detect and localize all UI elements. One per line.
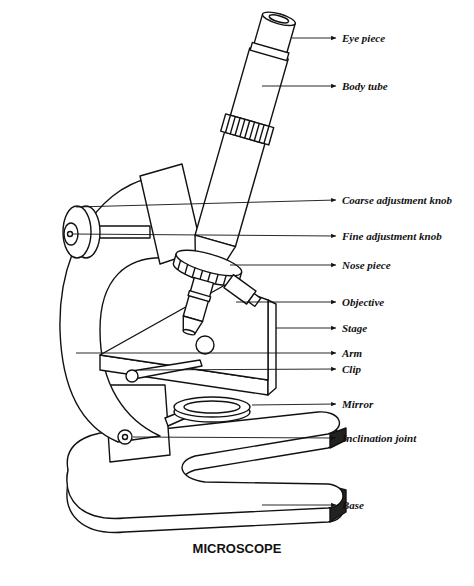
- leader-line: [230, 265, 336, 266]
- part-label: Coarse adjustment knob: [342, 194, 452, 207]
- side-objective-tip: [248, 294, 260, 307]
- objective: [183, 278, 213, 322]
- part-label: Clip: [342, 363, 361, 376]
- eyepiece-top: [261, 9, 296, 28]
- part-label: Body tube: [342, 80, 388, 93]
- leader-line: [76, 353, 336, 354]
- mirror-glass: [174, 397, 250, 417]
- part-label: Objective: [342, 296, 384, 309]
- fine-knob-center: [68, 232, 73, 237]
- tube-holder: [140, 164, 202, 264]
- part-label: Nose piece: [342, 259, 391, 272]
- tube-ring: [221, 114, 274, 145]
- leader-line: [133, 437, 336, 438]
- body-tube: [230, 48, 288, 126]
- part-label: Base: [342, 499, 364, 512]
- part-label: Eye piece: [342, 32, 385, 45]
- part-label: Fine adjustment knob: [342, 230, 442, 243]
- objective-lens: [183, 329, 196, 336]
- eyepiece-lens: [268, 13, 289, 24]
- part-label: Stage: [342, 322, 367, 335]
- leader-line: [262, 505, 336, 506]
- leader-line: [76, 200, 336, 207]
- mirror-glass-inner: [184, 401, 240, 413]
- inclination-joint-pin: [123, 435, 128, 440]
- leader-line: [236, 302, 336, 303]
- leader-line: [262, 86, 336, 87]
- eyepiece-collar: [250, 42, 289, 60]
- stage-hole: [196, 336, 214, 354]
- clip-screw: [126, 370, 138, 382]
- leader-line: [292, 38, 336, 39]
- leader-line: [72, 234, 336, 236]
- leader-line: [140, 369, 336, 370]
- leader-line: [276, 328, 336, 329]
- objective-tip: [179, 316, 202, 335]
- inclination-joint: [118, 430, 132, 444]
- caption: MICROSCOPE: [193, 541, 282, 557]
- knurl: [225, 115, 268, 143]
- part-label: Arm: [342, 347, 362, 360]
- coarse-knob: [63, 206, 91, 258]
- stage-side: [268, 300, 276, 395]
- lower-tube: [195, 132, 265, 246]
- part-label: Inclination joint: [342, 432, 416, 445]
- objective-ring: [188, 291, 211, 302]
- part-label: Mirror: [342, 398, 373, 411]
- leader-line: [252, 404, 336, 405]
